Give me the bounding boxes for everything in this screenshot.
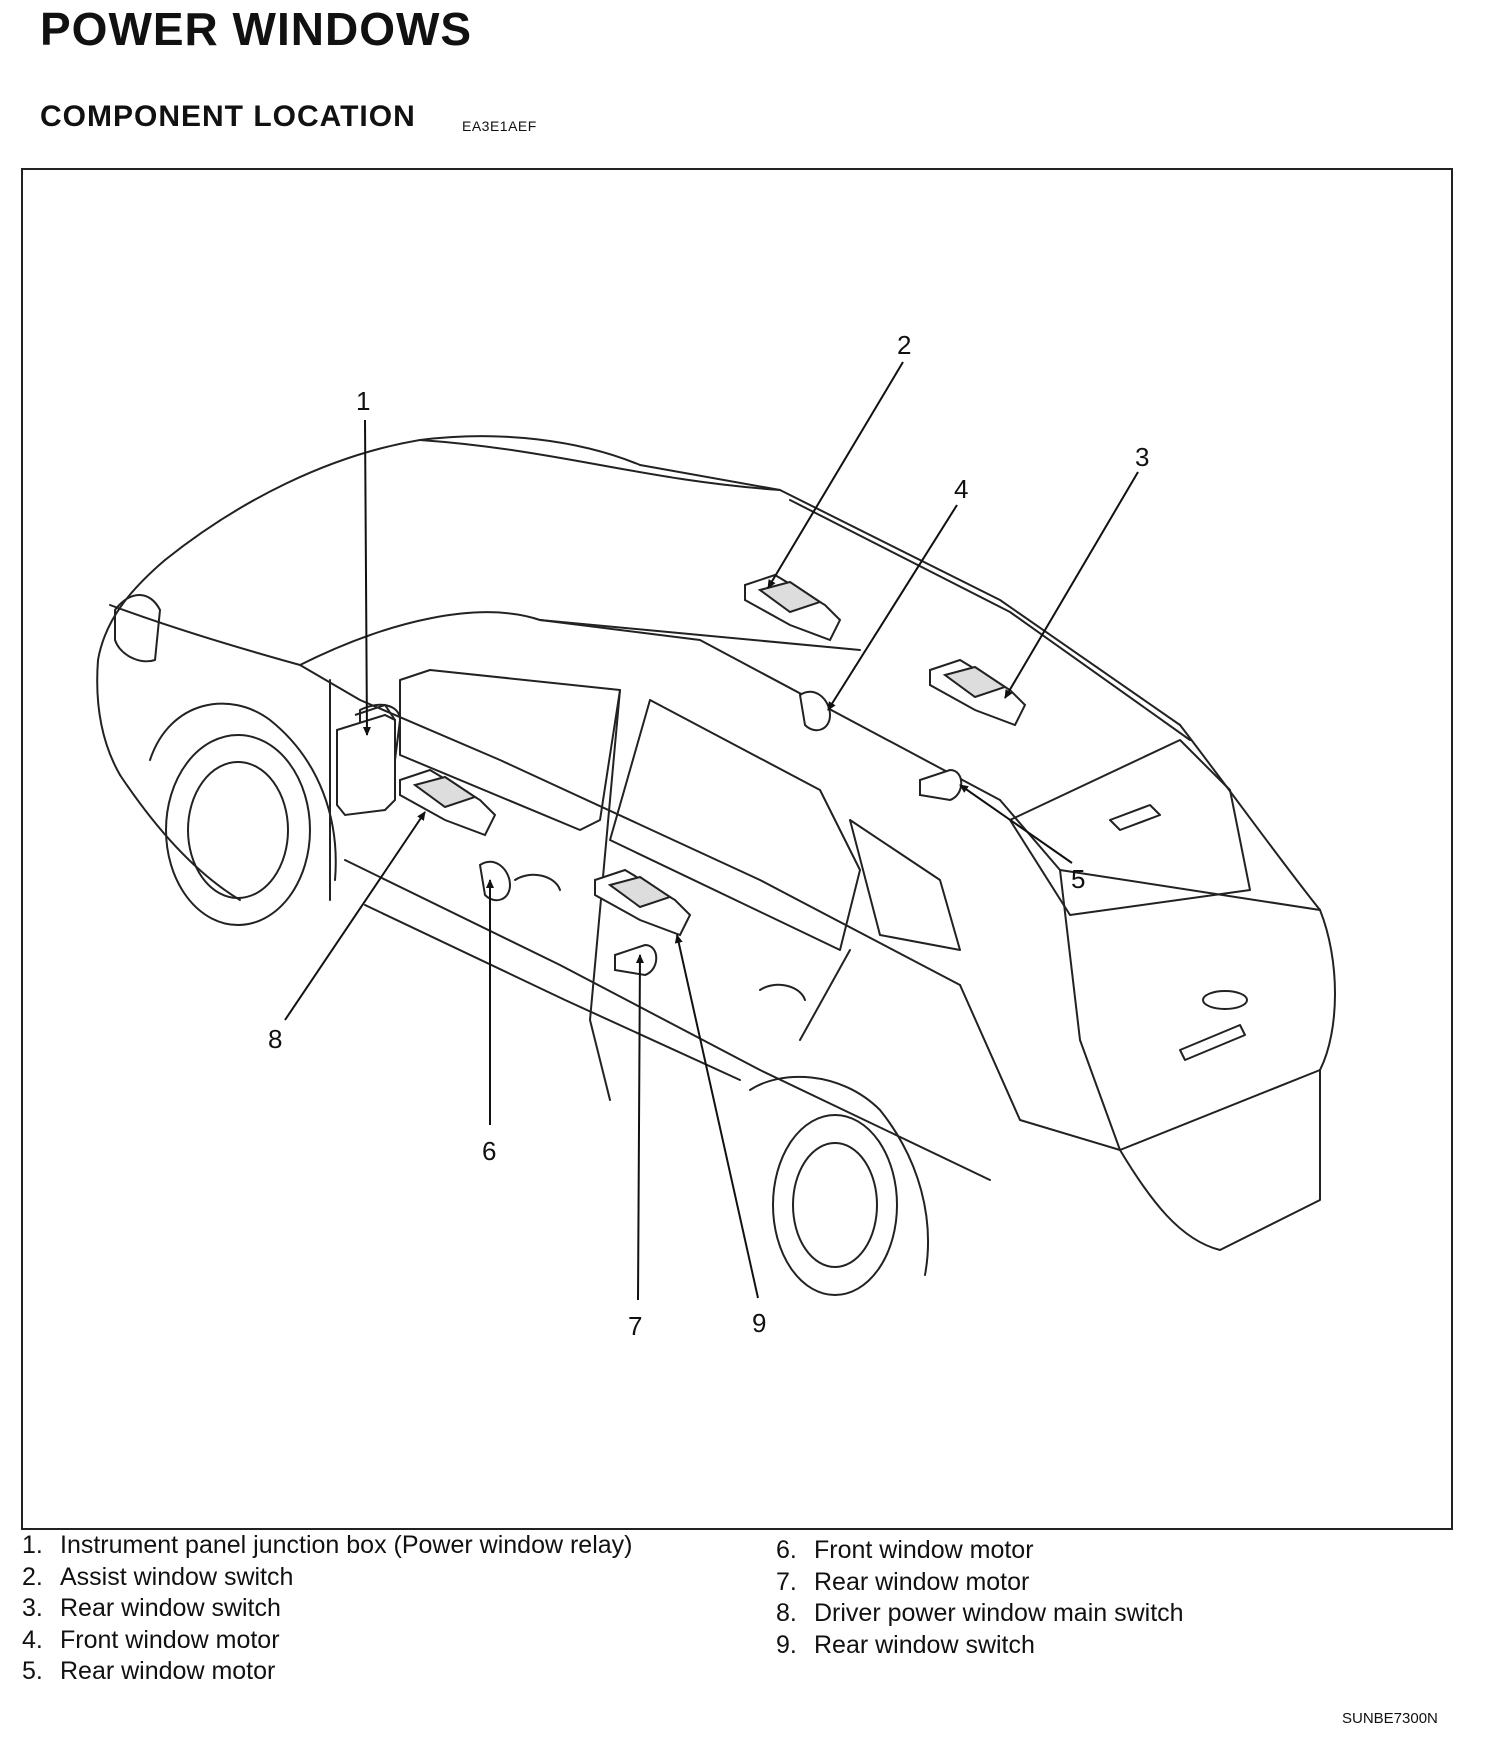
rear-motor-right-icon: [919, 768, 963, 802]
callout-numbers: 1 2 3 4 5 6 7 8 9: [268, 330, 1149, 1341]
callout-4: 4: [954, 474, 968, 504]
legend-left: 1.Instrument panel junction box (Power w…: [22, 1530, 633, 1688]
callout-5: 5: [1071, 864, 1085, 894]
page-title: POWER WINDOWS: [40, 3, 473, 55]
legend-item: 8.Driver power window main switch: [776, 1599, 1184, 1627]
section-subtitle: COMPONENT LOCATION: [40, 100, 416, 133]
callout-8: 8: [268, 1024, 282, 1054]
callout-1: 1: [356, 386, 370, 416]
document-code: EA3E1AEF: [462, 118, 537, 134]
callout-9: 9: [752, 1308, 766, 1338]
front-motor-right-icon: [798, 690, 832, 732]
diagram-frame: [21, 168, 1453, 1530]
callout-3: 3: [1135, 442, 1149, 472]
junction-box-icon: [336, 713, 396, 817]
front-motor-left-icon: [478, 860, 512, 902]
callout-6: 6: [482, 1136, 496, 1166]
legend-item: 5.Rear window motor: [22, 1657, 276, 1685]
rear-motor-left-icon: [614, 943, 658, 977]
legend-item: 4.Front window motor: [22, 1625, 280, 1654]
leader-lines: [284, 361, 1139, 1301]
figure-code: SUNBE7300N: [1342, 1710, 1438, 1727]
legend-item: 6.Front window motor: [776, 1536, 1034, 1564]
legend-item: 2.Assist window switch: [22, 1562, 294, 1591]
legend-item: 7.Rear window motor: [776, 1567, 1030, 1596]
legend-item: 3.Rear window switch: [22, 1594, 281, 1622]
components: [336, 573, 1027, 977]
callout-7: 7: [628, 1311, 642, 1341]
legend-item: 1.Instrument panel junction box (Power w…: [22, 1531, 633, 1559]
legend-right: 6.Front window motor 7.Rear window motor…: [776, 1535, 1184, 1661]
legend-item: 9.Rear window switch: [776, 1630, 1035, 1659]
car-outline: [96, 435, 1336, 1296]
callout-2: 2: [897, 330, 911, 360]
